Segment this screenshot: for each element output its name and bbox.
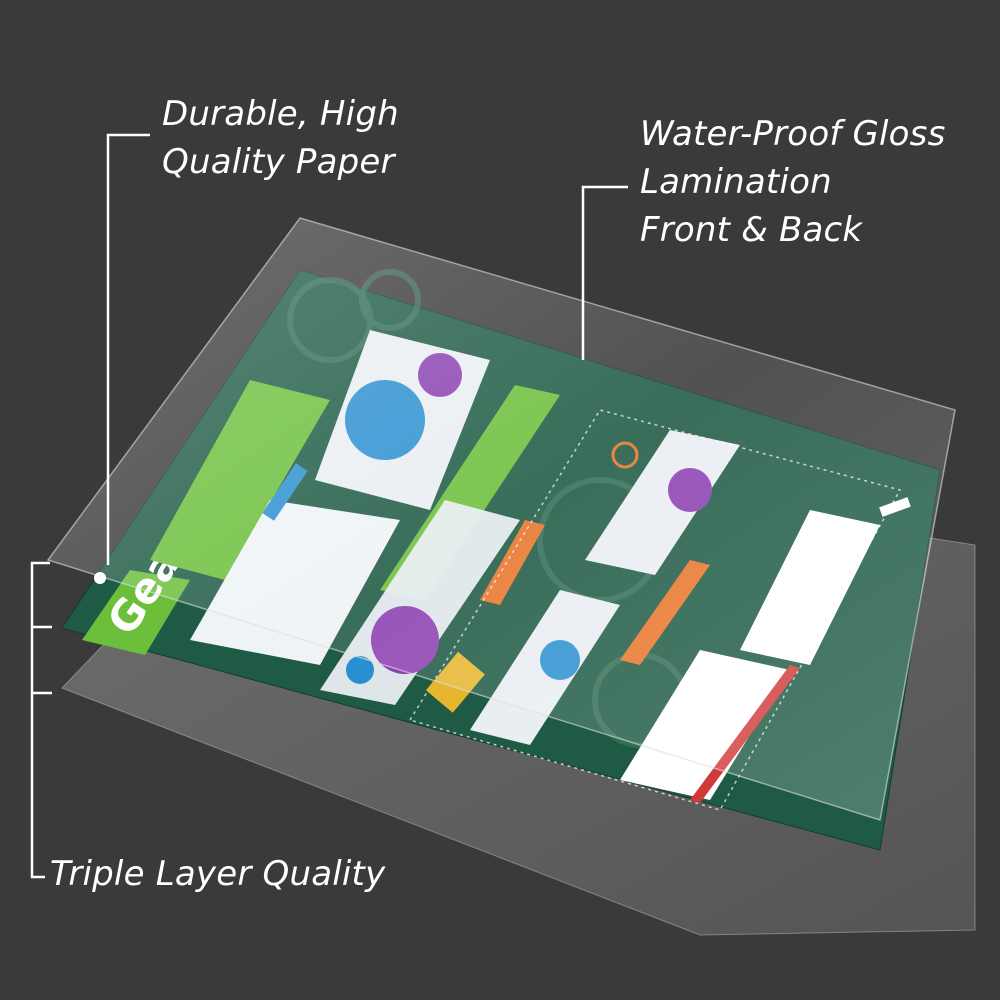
callout-line: Durable, High <box>162 94 399 134</box>
callout-line: Water-Proof Gloss <box>640 114 946 154</box>
callout-triple-layer: Triple Layer Quality <box>50 854 386 894</box>
callout-line: Lamination <box>640 162 832 202</box>
front-lamination-sheet <box>46 217 956 821</box>
callout-line: Front & Back <box>640 210 863 250</box>
callout-durable-paper: Durable, High Quality Paper <box>162 90 399 186</box>
callout-water-proof-lamination: Water-Proof Gloss Lamination Front & Bac… <box>640 110 946 254</box>
leader-lines <box>30 133 628 879</box>
callout-line: Quality Paper <box>162 142 395 182</box>
idler-gear-icon <box>346 656 374 684</box>
